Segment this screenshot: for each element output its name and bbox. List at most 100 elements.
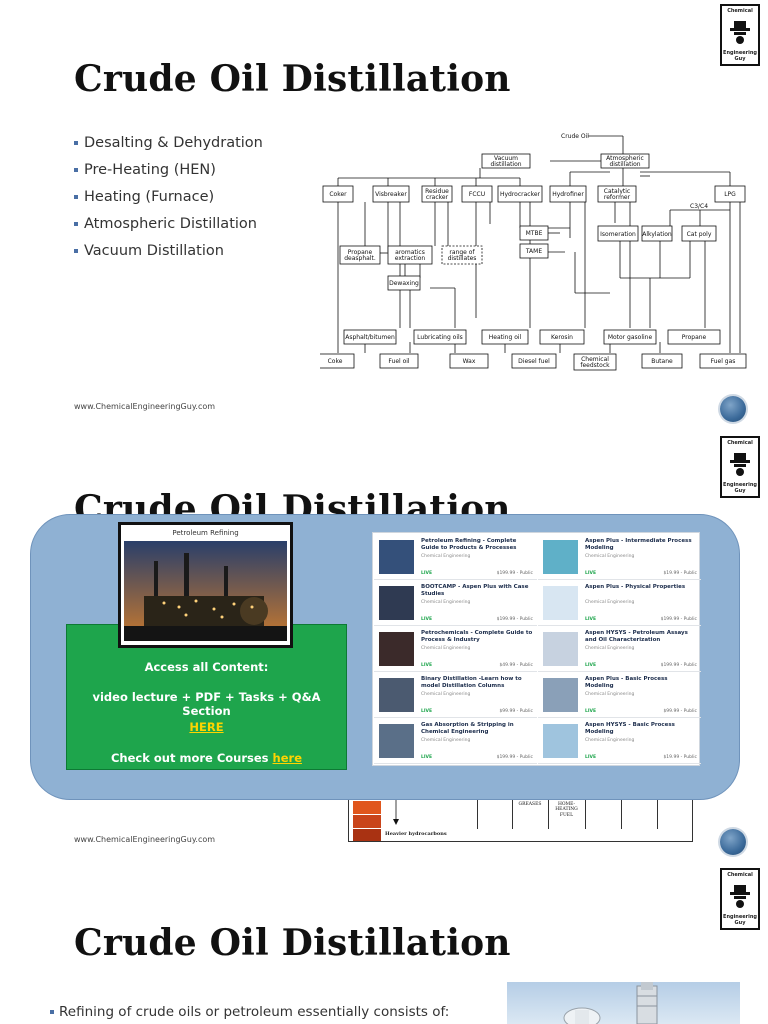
diagram-label-dewaxing: Dewaxing	[389, 280, 419, 287]
footer-url: www.ChemicalEngineeringGuy.com	[74, 835, 216, 844]
refinery-image	[124, 541, 287, 641]
course-price: $199.99 - Public	[660, 617, 697, 622]
course-price: $199.99 - Public	[496, 755, 533, 760]
course-title[interactable]: Aspen HYSYS - Basic Process Modeling	[585, 722, 675, 735]
bullet-text: Refining of crude oils or petroleum esse…	[59, 1004, 450, 1020]
course-price: $49.99 - Public	[499, 663, 533, 668]
course-title[interactable]: Aspen Plus - Basic Process Modeling	[585, 676, 668, 689]
footer-url: www.ChemicalEngineeringGuy.com	[74, 402, 216, 411]
diagram-label-propane-deasphalt: Propane	[348, 249, 373, 256]
diagram-label-coker: Coker	[329, 191, 347, 198]
slide-title: Crude Oil Distillation	[74, 58, 511, 100]
course-price: $99.99 - Public	[499, 709, 533, 714]
diagram-label-asphalt: Asphalt/bitumen	[345, 334, 395, 341]
bullet-text: Vacuum Distillation	[84, 243, 224, 259]
course-card[interactable]: Aspen HYSYS - Petroleum Assays and Oil C…	[538, 627, 701, 672]
bullet-item: Vacuum Distillation	[74, 241, 263, 268]
course-status: LIVE	[421, 663, 433, 668]
course-price: $199.99 - Public	[660, 663, 697, 668]
course-card[interactable]: Petrochemicals - Complete Guide to Proce…	[374, 627, 537, 672]
course-thumbnail	[543, 724, 578, 758]
slide-title: Crude Oil Distillation	[74, 922, 511, 964]
course-status: LIVE	[421, 617, 433, 622]
logo-text-top: Chemical	[727, 440, 753, 446]
course-status: LIVE	[585, 709, 597, 714]
course-subtitle: Chemical Engineering	[421, 738, 471, 743]
refinery-towers-image	[563, 982, 658, 1024]
bullet-item: Refining of crude oils or petroleum esse…	[50, 1004, 449, 1020]
diagram-label-catalytic: Catalytic	[604, 188, 630, 195]
promo-line-1: Access all Content:	[144, 660, 269, 674]
course-title[interactable]: Gas Absorption & Stripping in Chemical E…	[421, 722, 514, 735]
diagram-label-coke: Coke	[328, 358, 343, 365]
course-card[interactable]: Binary Distillation -Learn how to model …	[374, 673, 537, 718]
bullet-item: Desalting & Dehydration	[74, 133, 263, 160]
course-thumbnail	[379, 586, 414, 620]
course-title[interactable]: BOOTCAMP - Aspen Plus with Case Studies	[421, 584, 529, 597]
diagram-label-chem-feedstock: Chemical	[581, 356, 609, 363]
refinery-photo	[507, 982, 740, 1024]
promo-image-card[interactable]: Petroleum Refining	[118, 522, 293, 648]
promo-box[interactable]: Access all Content: video lecture + PDF …	[66, 624, 347, 770]
diagram-label-motor-gasoline: Motor gasoline	[608, 334, 653, 341]
promo-line-3: HERE	[67, 720, 346, 734]
course-status: LIVE	[585, 571, 597, 576]
course-title[interactable]: Aspen HYSYS - Petroleum Assays and Oil C…	[585, 630, 688, 643]
course-subtitle: Chemical Engineering	[585, 646, 635, 651]
slide-1: Crude Oil Distillation Chemical Engineer…	[0, 0, 768, 432]
diagram-label-lpg: LPG	[724, 191, 736, 198]
course-card[interactable]: Aspen Plus - Intermediate Process Modeli…	[538, 535, 701, 580]
bullet-mark-icon	[74, 222, 78, 226]
hat-face-icon	[730, 21, 750, 44]
refinery-flow-diagram: Crude Oil Vacuum distillation Atmospheri…	[320, 133, 747, 371]
diagram-label-isomeration: Isomeration	[600, 231, 636, 238]
diagram-label-fccu: FCCU	[469, 191, 485, 198]
bullet-item: Atmospheric Distillation	[74, 214, 263, 241]
course-card[interactable]: Petroleum Refining - Complete Guide to P…	[374, 535, 537, 580]
brand-logo: Chemical Engineering Guy	[720, 4, 760, 66]
diagram-label-crude-oil: Crude Oil	[561, 133, 589, 140]
diagram-label-lubricating: Lubricating oils	[417, 334, 463, 341]
course-subtitle: Chemical Engineering	[421, 600, 471, 605]
course-status: LIVE	[421, 755, 433, 760]
course-status: LIVE	[585, 663, 597, 668]
logo-text-bottom: Engineering Guy	[723, 914, 757, 926]
diagram-label-hydrocracker: Hydrocracker	[500, 191, 541, 198]
bullet-list: Desalting & Dehydration Pre-Heating (HEN…	[74, 133, 263, 268]
diagram-label-residue: Residue	[425, 188, 449, 195]
course-status: LIVE	[585, 755, 597, 760]
diagram-label-wax: Wax	[463, 358, 476, 365]
course-title[interactable]: Binary Distillation -Learn how to model …	[421, 676, 522, 689]
course-status: LIVE	[421, 709, 433, 714]
here-link[interactable]: HERE	[189, 720, 224, 734]
promo-image-caption: Petroleum Refining	[172, 529, 239, 537]
promo-line-4-text: Check out more Courses	[110, 751, 273, 765]
course-grid: Petroleum Refining - Complete Guide to P…	[372, 532, 701, 766]
logo-text-bottom: Engineering Guy	[723, 482, 757, 494]
bullet-mark-icon	[74, 249, 78, 253]
diagram-label-vacuum: Vacuum	[494, 155, 518, 162]
bullet-mark-icon	[74, 141, 78, 145]
bullet-mark-icon	[74, 195, 78, 199]
course-subtitle: Chemical Engineering	[585, 738, 635, 743]
diagram-label-catpoly: Cat poly	[687, 231, 712, 238]
course-title[interactable]: Aspen Plus - Intermediate Process Modeli…	[585, 538, 692, 551]
courses-here-link[interactable]: here	[272, 751, 302, 765]
course-status: LIVE	[421, 571, 433, 576]
promo-line-2: video lecture + PDF + Tasks + Q&A Sectio…	[92, 690, 321, 718]
diagram-label-diesel: Diesel fuel	[518, 358, 550, 365]
diagram-label-heating-oil: Heating oil	[489, 334, 522, 341]
course-card[interactable]: Gas Absorption & Stripping in Chemical E…	[374, 719, 537, 764]
course-title[interactable]: Petroleum Refining - Complete Guide to P…	[421, 538, 517, 551]
diagram-label-tame: TAME	[525, 248, 542, 255]
course-price: $19.99 - Public	[663, 755, 697, 760]
course-thumbnail	[379, 540, 414, 574]
course-title[interactable]: Aspen Plus - Physical Properties	[585, 584, 686, 590]
diagram-label-residue: cracker	[426, 194, 449, 201]
logo-text-top: Chemical	[727, 872, 753, 878]
course-title[interactable]: Petrochemicals - Complete Guide to Proce…	[421, 630, 533, 643]
